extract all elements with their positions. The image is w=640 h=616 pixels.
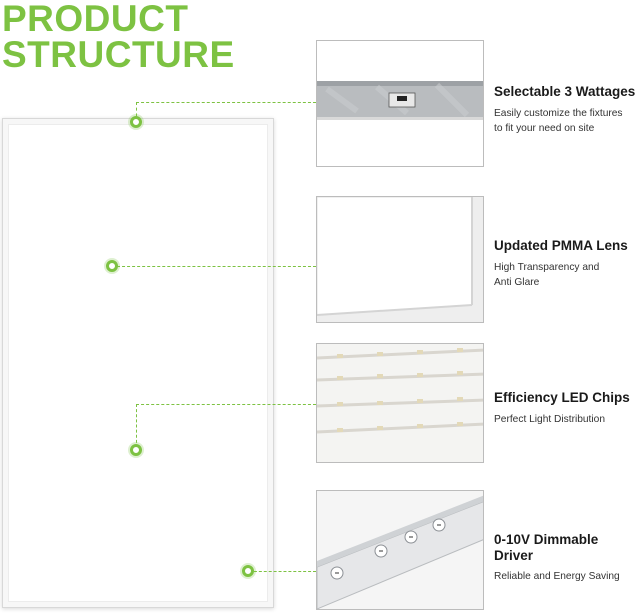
feature-lens-desc-line2: Anti Glare — [494, 277, 540, 289]
feature-led-chips: Efficiency LED Chips Perfect Light Distr… — [494, 390, 640, 427]
feature-wattage-desc-line1: Easily customize the fixtures — [494, 107, 623, 119]
feature-wattage: Selectable 3 Wattages Easily customize t… — [494, 84, 640, 137]
dimmable-driver-image — [316, 490, 484, 610]
connector-4-horizontal — [249, 571, 316, 572]
page-title-line2: STRUCTURE — [2, 34, 235, 75]
feature-driver-desc-line1: Reliable and Energy Saving — [494, 571, 620, 583]
feature-led-chips-title: Efficiency LED Chips — [494, 390, 630, 405]
feature-driver-title-line2: Driver — [494, 547, 534, 563]
page-title-line1: PRODUCT — [2, 0, 189, 39]
pmma-lens-image — [316, 196, 484, 323]
connector-2-dot — [106, 260, 118, 272]
feature-led-chips-desc: Perfect Light Distribution — [494, 412, 640, 428]
feature-driver-desc: Reliable and Energy Saving — [494, 569, 640, 585]
feature-wattage-title: Selectable 3 Wattages — [494, 84, 636, 99]
feature-driver-title: 0-10V Dimmable Driver — [494, 532, 640, 563]
wattage-switch-illustration — [317, 41, 483, 166]
feature-driver: 0-10V Dimmable Driver Reliable and Energ… — [494, 532, 640, 585]
feature-lens-desc: High Transparency and Anti Glare — [494, 260, 640, 292]
led-panel-lens — [8, 124, 268, 602]
connector-1-dot — [130, 116, 142, 128]
feature-lens-title: Updated PMMA Lens — [494, 238, 628, 253]
pmma-lens-illustration — [317, 197, 483, 322]
connector-1-horizontal — [136, 102, 316, 103]
connector-4-dot — [242, 565, 254, 577]
feature-lens: Updated PMMA Lens High Transparency and … — [494, 238, 640, 291]
feature-wattage-desc: Easily customize the fixtures to fit you… — [494, 106, 640, 138]
connector-3-vertical — [136, 404, 137, 448]
feature-driver-title-line1: 0-10V Dimmable — [494, 532, 599, 547]
feature-led-chips-desc-line1: Perfect Light Distribution — [494, 413, 605, 425]
connector-3-dot — [130, 444, 142, 456]
connector-1-vertical — [136, 102, 137, 122]
feature-wattage-desc-line2: to fit your need on site — [494, 123, 595, 135]
led-chips-image — [316, 343, 484, 463]
wattage-switch-image — [316, 40, 484, 167]
led-chips-illustration — [317, 344, 483, 462]
led-panel-image — [2, 118, 274, 608]
dimmable-driver-illustration — [317, 491, 483, 609]
feature-lens-desc-line1: High Transparency and — [494, 261, 600, 273]
connector-2-horizontal — [112, 266, 316, 267]
connector-3-horizontal — [136, 404, 316, 405]
